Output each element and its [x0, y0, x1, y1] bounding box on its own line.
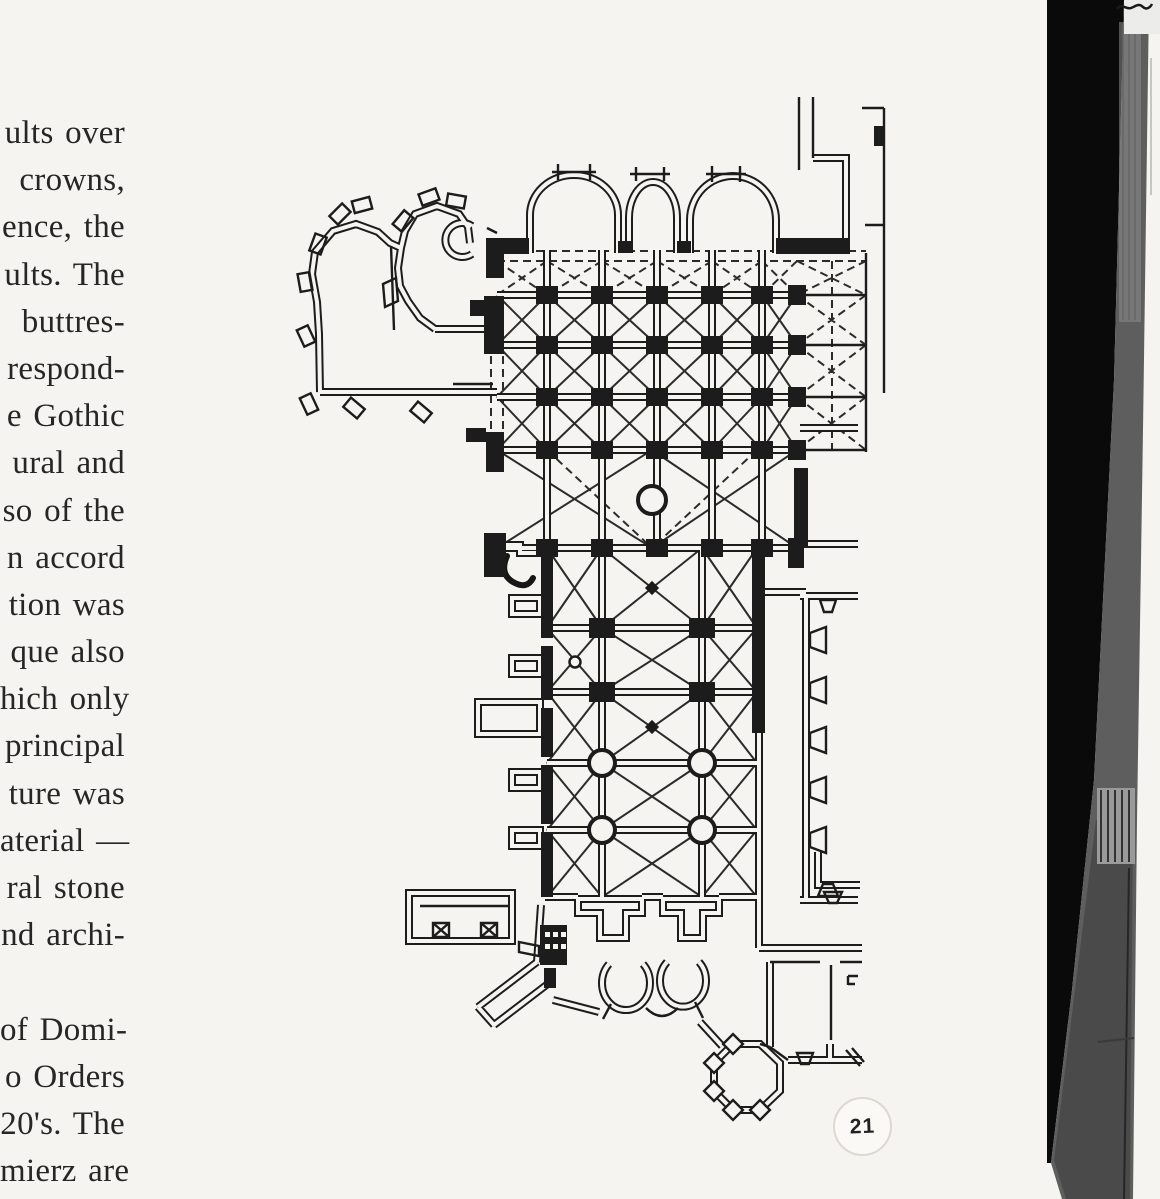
text-line: respond- — [7, 350, 125, 387]
text-line: nd archi- — [1, 917, 125, 954]
page-edge-shadow — [1054, 816, 1133, 1199]
text-line: e Gothic — [6, 398, 125, 435]
detail-lines — [381, 97, 886, 1067]
text-line: ture was — [8, 775, 125, 812]
handwritten-mark — [1115, 3, 1154, 10]
text-line: n accord — [6, 539, 125, 576]
piers-and-wall-blocks — [466, 126, 884, 988]
text-line: 20's. The — [0, 1105, 125, 1142]
text-line: tion was — [8, 586, 125, 623]
text-line: ults. The — [4, 256, 125, 293]
text-line: ults over — [4, 115, 125, 151]
chapel-buttresses — [295, 186, 468, 425]
text-line: que also — [10, 634, 125, 671]
text-line: ural and — [12, 445, 125, 482]
text-line: buttres- — [21, 303, 125, 340]
round-columns — [568, 484, 717, 845]
text-line: principal — [5, 728, 125, 765]
text-line: of Domi- — [0, 1011, 128, 1048]
text-line: crowns, — [19, 162, 125, 199]
stair-curl — [501, 553, 536, 589]
text-line: ral stone — [6, 870, 125, 906]
text-line: so of the — [2, 492, 125, 529]
photo-edge — [1047, 0, 1160, 1199]
walls — [307, 154, 862, 1114]
text-line: aterial — — [0, 822, 130, 859]
photo-black-edge — [1047, 0, 1124, 1163]
text-line: ence, the — [2, 209, 125, 246]
page-number: 21 — [849, 1114, 876, 1138]
left-text-column: ults over crowns, ence, the ults. The bu… — [0, 110, 130, 1195]
text-line: o Orders — [5, 1058, 125, 1095]
text-line: mierz are — [0, 1153, 130, 1190]
octagonal-tower — [702, 1032, 772, 1122]
text-line: hich only — [0, 681, 130, 718]
